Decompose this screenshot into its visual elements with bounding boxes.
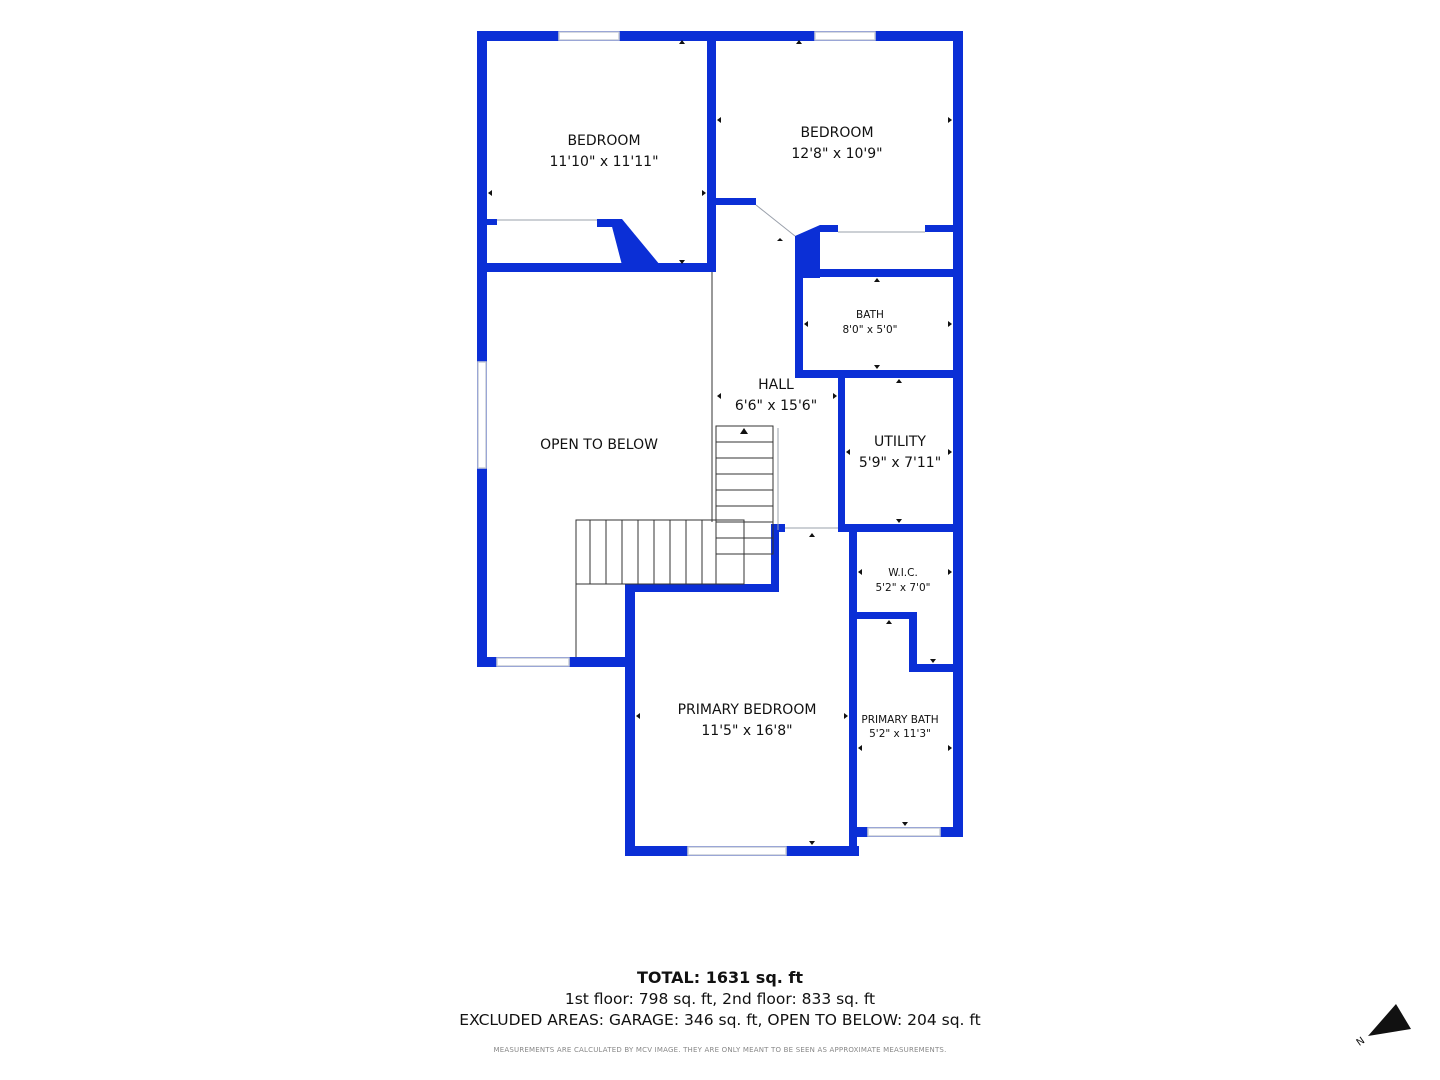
- thin-lines: [497, 204, 925, 530]
- tick-icon: [948, 321, 952, 327]
- tick-icon: [930, 659, 936, 663]
- tick-icon: [809, 841, 815, 845]
- tick-icon: [833, 393, 837, 399]
- wall-stair-right: [771, 528, 779, 592]
- window-right-bedroom: [814, 31, 876, 41]
- tick-icon: [679, 40, 685, 44]
- stair-lower-run: [575, 519, 745, 585]
- wall-right: [953, 31, 963, 837]
- wall-bath-left: [795, 277, 803, 377]
- room-name-open-to-below: OPEN TO BELOW: [540, 437, 658, 453]
- tick-icon: [796, 40, 802, 44]
- tick-icon: [717, 117, 721, 123]
- tick-icon: [858, 569, 862, 575]
- window-primary-bedroom: [687, 846, 787, 856]
- room-dims-primary-bath: 5'2" x 11'3": [869, 728, 931, 740]
- wall-wic-notch: [909, 612, 917, 672]
- wall-top: [477, 31, 963, 41]
- room-name-wic: W.I.C.: [888, 567, 918, 579]
- excluded-areas: EXCLUDED AREAS: GARAGE: 346 sq. ft, OPEN…: [459, 1011, 981, 1029]
- total-area: TOTAL: 1631 sq. ft: [636, 968, 804, 987]
- tick-icon: [702, 190, 706, 196]
- tick-icon: [488, 190, 492, 196]
- tick-icon: [902, 822, 908, 826]
- room-name-utility: UTILITY: [874, 434, 926, 450]
- wall-wic-left: [849, 530, 857, 620]
- wall-right-bedroom-angle: [795, 225, 820, 278]
- wall-bath-bottom: [795, 370, 953, 378]
- wall-closet-angle: [610, 219, 660, 265]
- room-name-bedroom-left: BEDROOM: [567, 133, 640, 149]
- wall-bedrooms-divider: [707, 31, 716, 271]
- wall-primary-left: [625, 586, 635, 856]
- tick-icon: [846, 449, 850, 455]
- tick-icon: [844, 713, 848, 719]
- wall-left: [477, 31, 487, 667]
- dimension-ticks: [488, 40, 952, 845]
- tick-icon: [896, 519, 902, 523]
- wall-right-closet-top: [820, 225, 838, 232]
- wall-right-closet-top2: [925, 225, 953, 232]
- tick-icon: [874, 278, 880, 282]
- window-open-below: [477, 361, 487, 469]
- wall-right-closet-bottom: [795, 269, 953, 277]
- room-dims-primary-bedroom: 11'5" x 16'8": [701, 723, 792, 739]
- tick-icon: [896, 379, 902, 383]
- wall-right-bedroom-ledge: [716, 198, 756, 205]
- room-name-primary-bedroom: PRIMARY BEDROOM: [678, 702, 817, 718]
- room-dims-bath: 8'0" x 5'0": [842, 324, 897, 336]
- tick-icon: [874, 365, 880, 369]
- wall-left-bedroom-bottom: [477, 263, 716, 272]
- tick-icon: [679, 260, 685, 264]
- tick-icon: [886, 620, 892, 624]
- north-arrow-shape: [1368, 1004, 1411, 1036]
- wall-wic-notch-bottom: [909, 664, 963, 672]
- wall-utility-bottom: [838, 524, 963, 532]
- room-dims-wic: 5'2" x 7'0": [875, 582, 930, 594]
- room-dims-bedroom-right: 12'8" x 10'9": [791, 146, 882, 162]
- stairs: [575, 272, 774, 657]
- floor-areas: 1st floor: 798 sq. ft, 2nd floor: 833 sq…: [564, 990, 876, 1008]
- wall-closet-left-mid: [597, 219, 617, 227]
- tick-icon: [804, 321, 808, 327]
- room-dims-utility: 5'9" x 7'11": [859, 455, 941, 471]
- measurement-disclaimer: MEASUREMENTS ARE CALCULATED BY MCV IMAGE…: [493, 1046, 947, 1054]
- tick-icon: [809, 533, 815, 537]
- window-left-bottom: [496, 657, 570, 667]
- room-dims-bedroom-left: 11'10" x 11'11": [549, 154, 658, 170]
- windows: [477, 31, 941, 856]
- tick-icon: [948, 745, 952, 751]
- tick-icon: [717, 393, 721, 399]
- tick-icon: [948, 569, 952, 575]
- window-left-bedroom: [558, 31, 620, 41]
- tick-icon: [858, 745, 862, 751]
- wall-primary-right: [849, 530, 857, 856]
- window-primary-bath: [867, 827, 941, 837]
- angle-door-line: [755, 204, 796, 237]
- room-name-primary-bath: PRIMARY BATH: [861, 714, 938, 726]
- tick-icon: [948, 449, 952, 455]
- room-dims-hall: 6'6" x 15'6": [735, 398, 817, 414]
- wall-stair-bottom: [625, 584, 778, 592]
- stair-arrow-icon: [740, 428, 748, 434]
- tick-icon: [636, 713, 640, 719]
- tick-icon: [777, 238, 783, 241]
- tick-icon: [948, 117, 952, 123]
- room-name-bedroom-right: BEDROOM: [800, 125, 873, 141]
- room-name-hall: HALL: [758, 377, 794, 393]
- room-labels: BEDROOM 11'10" x 11'11" BEDROOM 12'8" x …: [540, 125, 941, 740]
- wall-wic-bottom: [857, 612, 917, 619]
- room-name-bath: BATH: [856, 309, 884, 321]
- wall-utility-left: [838, 378, 845, 530]
- wall-closet-left-top: [487, 219, 497, 225]
